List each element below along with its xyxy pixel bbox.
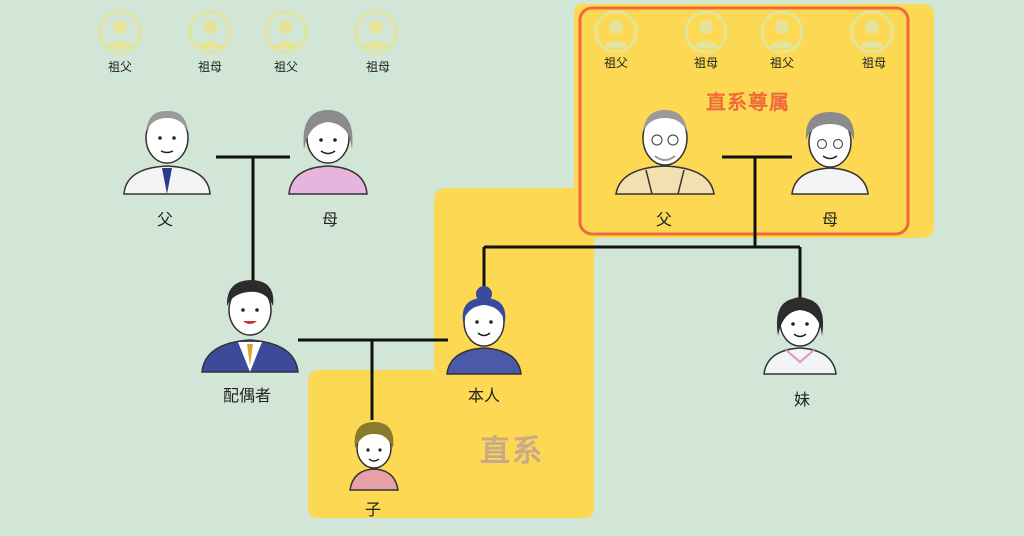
self-figure: [446, 286, 522, 375]
grandparent-label: 祖父: [273, 60, 299, 74]
child-figure: [349, 422, 399, 491]
father-figure: [615, 110, 715, 195]
father-label: 父: [655, 210, 673, 229]
sister-label: 妹: [793, 390, 811, 409]
direct-line-title: 直系: [480, 434, 544, 469]
direct-ancestors-box: [578, 6, 910, 236]
spouse-father-label: 父: [156, 210, 174, 229]
spouse-figure: [201, 280, 299, 373]
direct-ancestors-title: 直系尊属: [706, 90, 790, 114]
grandparent-avatar-icon: [264, 10, 308, 54]
grandparent-avatar-icon: [354, 10, 398, 54]
spouse-mother-label: 母: [321, 210, 339, 229]
grandparent-avatar-icon: [594, 10, 638, 54]
grandparent-label: 祖母: [365, 60, 391, 74]
grandparent-label: 祖母: [197, 60, 223, 74]
spouse-label: 配偶者: [222, 386, 272, 405]
grandparent-avatar-icon: [684, 10, 728, 54]
spouse-mother-figure: [288, 110, 368, 195]
self-label: 本人: [467, 386, 501, 405]
grandparent-label: 祖母: [693, 56, 719, 70]
mother-label: 母: [821, 210, 839, 229]
grandparent-label: 祖父: [603, 56, 629, 70]
grandparent-avatar-icon: [760, 10, 804, 54]
grandparent-avatar-icon: [188, 10, 232, 54]
grandparent-label: 祖父: [769, 56, 795, 70]
spouse-father-figure: [123, 110, 211, 195]
grandparent-avatar-icon: [850, 10, 894, 54]
child-label: 子: [364, 500, 382, 519]
grandparent-avatar-icon: [98, 10, 142, 54]
direct-line-highlight: [308, 4, 934, 518]
grandparent-label: 祖父: [107, 60, 133, 74]
connector-lines: [216, 155, 802, 420]
mother-figure: [791, 112, 869, 195]
grandparent-label: 祖母: [861, 56, 887, 70]
sister-figure: [763, 297, 837, 375]
